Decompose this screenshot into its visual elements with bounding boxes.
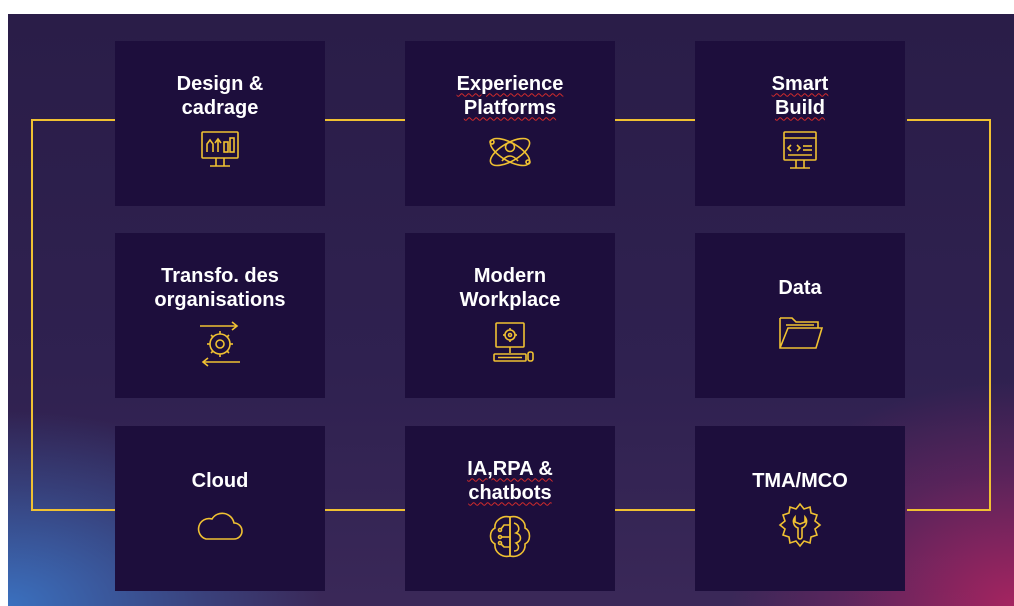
slide-canvas: Design & cadrage Experience Platforms Sm… — [8, 14, 1014, 606]
tile-transfo-organisations[interactable]: Transfo. des organisations — [115, 233, 325, 398]
gear-wrench-icon — [778, 502, 822, 547]
tile-title: Cloud — [191, 469, 249, 492]
tile-title: Experience Platforms — [456, 72, 564, 119]
computer-gear-icon — [493, 321, 534, 362]
gear-arrows-icon — [200, 320, 240, 367]
tile-modern-workplace[interactable]: Modern Workplace — [405, 233, 615, 398]
tile-title: Design & cadrage — [176, 72, 264, 119]
tile-title: Data — [778, 276, 822, 299]
tile-data[interactable]: Data — [695, 233, 905, 398]
folder-icon — [779, 316, 824, 349]
code-monitor-icon — [783, 130, 817, 169]
right-bracket-connector — [907, 119, 991, 511]
tile-cloud[interactable]: Cloud — [115, 426, 325, 591]
tile-title: TMA/MCO — [752, 469, 848, 492]
tile-smart-build[interactable]: Smart Build — [695, 41, 905, 206]
brain-circuit-icon — [489, 515, 531, 557]
tile-design-cadrage[interactable]: Design & cadrage — [115, 41, 325, 206]
tile-title: Modern Workplace — [459, 264, 561, 311]
tile-experience-platforms[interactable]: Experience Platforms — [405, 41, 615, 206]
analytics-monitor-icon — [201, 130, 239, 167]
tile-ia-rpa-chatbots[interactable]: IA,RPA & chatbots — [405, 426, 615, 591]
left-bracket-connector — [31, 119, 115, 511]
tile-title: Transfo. des organisations — [154, 264, 286, 311]
connector-lines — [31, 119, 991, 511]
user-orbit-icon — [489, 137, 531, 166]
tile-title: IA,RPA & chatbots — [467, 457, 553, 504]
tile-tma-mco[interactable]: TMA/MCO — [695, 426, 905, 591]
cloud-icon — [197, 512, 243, 540]
tile-title: Smart Build — [771, 72, 829, 119]
